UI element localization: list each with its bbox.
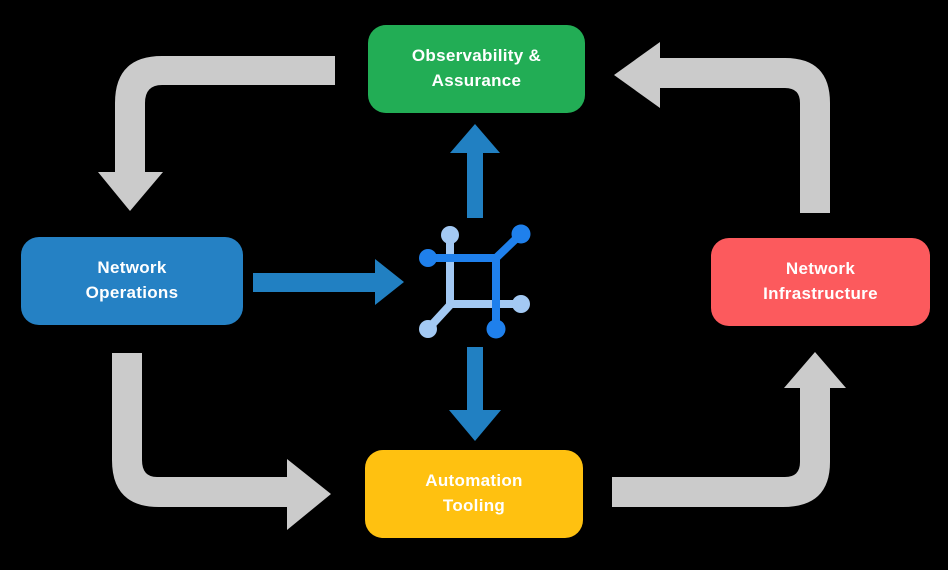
node-network-infrastructure-label: Network Infrastructure <box>763 259 878 303</box>
arrow-operations-to-automation <box>112 353 331 530</box>
node-network-infrastructure: Network Infrastructure <box>711 238 930 326</box>
arrow-operations-to-icon <box>253 259 404 305</box>
arrow-icon-to-observability <box>450 124 500 218</box>
arrow-icon-to-automation <box>449 347 501 441</box>
arrow-infrastructure-to-observability <box>614 42 830 213</box>
network-fabric-icon <box>419 224 531 339</box>
node-network-operations: Network Operations <box>21 237 243 325</box>
node-network-operations-label: Network Operations <box>85 258 179 302</box>
node-observability-assurance-label: Observability & Assurance <box>411 46 542 90</box>
arrow-observability-to-operations <box>98 56 335 211</box>
network-fabric-icon-light-nodes <box>419 226 530 338</box>
node-automation-tooling: Automation Tooling <box>365 450 583 538</box>
arrow-automation-to-infrastructure <box>612 352 846 507</box>
node-observability-assurance: Observability & Assurance <box>368 25 585 113</box>
network-fabric-icon-dark-part <box>428 231 524 329</box>
node-automation-tooling-label: Automation Tooling <box>425 471 523 515</box>
network-fabric-icon-dark-nodes <box>419 224 531 339</box>
